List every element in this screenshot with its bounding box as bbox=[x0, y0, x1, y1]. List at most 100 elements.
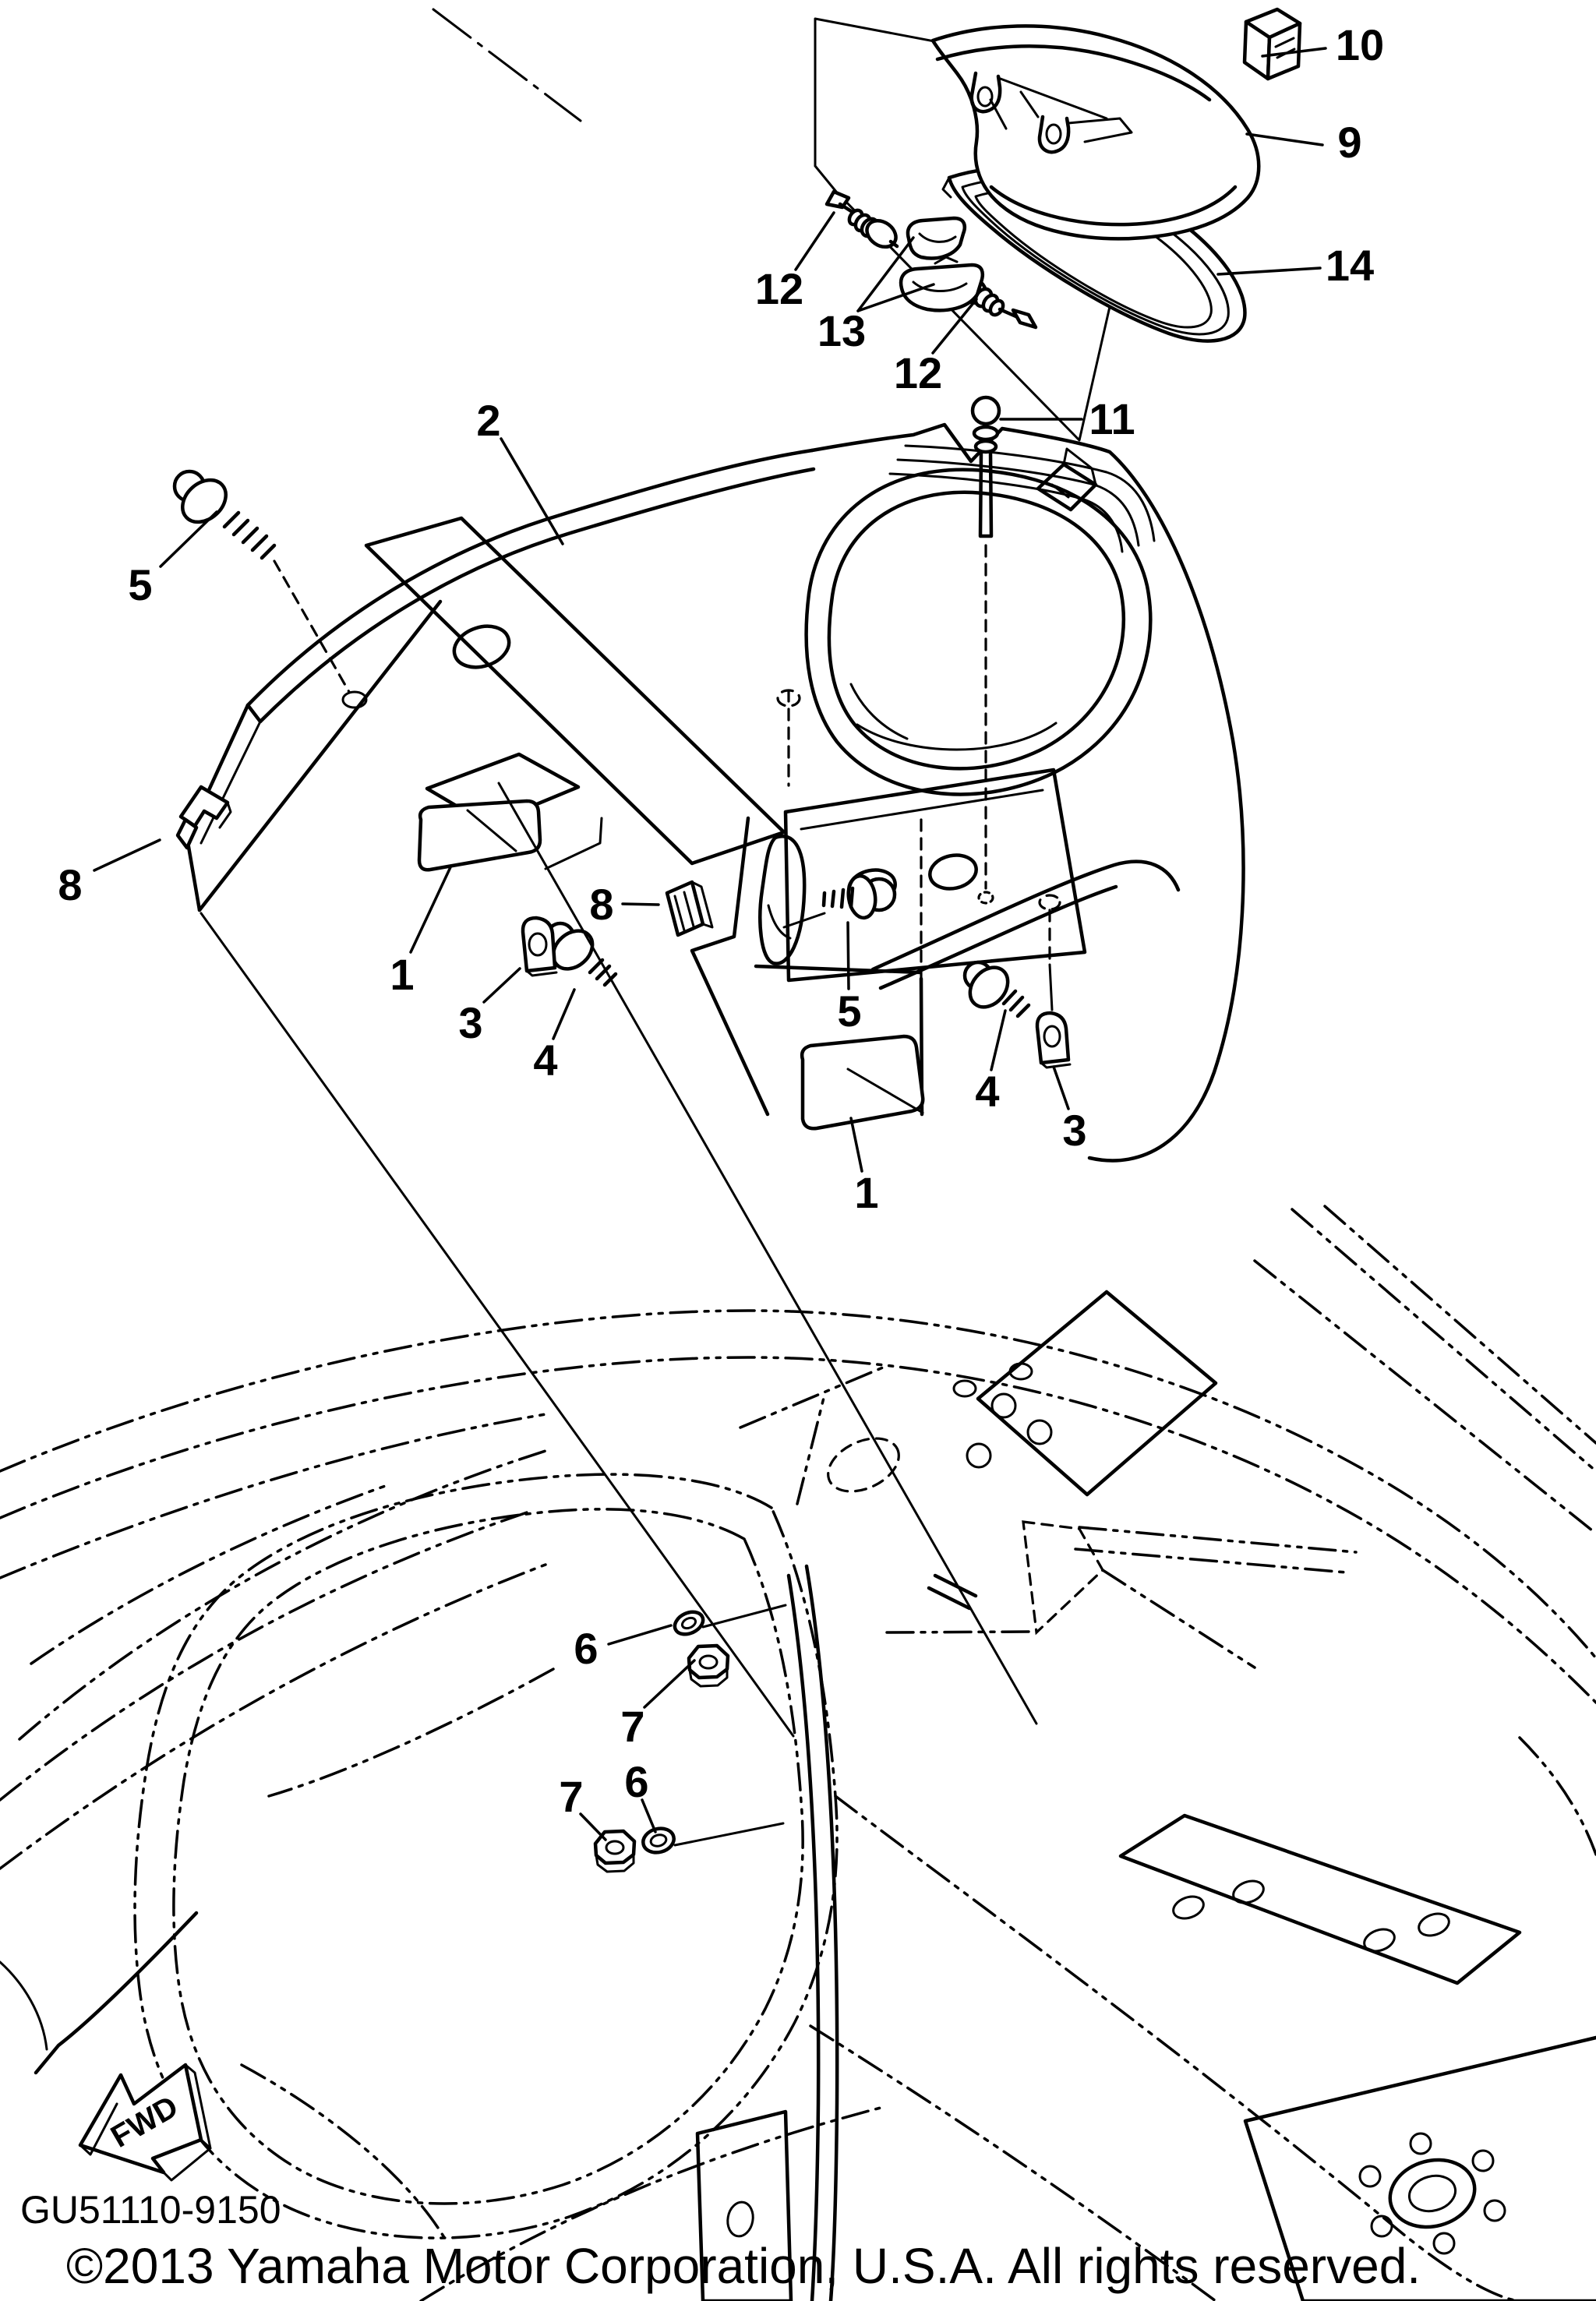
hood-hinge-hooks bbox=[969, 71, 1133, 154]
callout-5: 5 bbox=[837, 921, 862, 1036]
washer-6-upper bbox=[673, 1604, 787, 1636]
bolt-4-right bbox=[962, 960, 1031, 1018]
callout-9: 9 bbox=[1245, 118, 1362, 167]
clip-8-middle bbox=[665, 880, 714, 937]
callout-12: 12 bbox=[894, 298, 978, 397]
callout-1: 1 bbox=[849, 1117, 879, 1217]
callout-leader bbox=[641, 1798, 657, 1833]
callout-label: 10 bbox=[1336, 20, 1384, 69]
callout-label: 1 bbox=[390, 950, 414, 999]
callout-11: 11 bbox=[999, 394, 1135, 443]
callout-label: 7 bbox=[559, 1772, 583, 1821]
bulkhead-plate bbox=[966, 1290, 1218, 1497]
hull-phantom: FWD bbox=[0, 1205, 1596, 2301]
fwd-arrow: FWD bbox=[78, 2063, 212, 2182]
callout-label: 13 bbox=[817, 306, 866, 355]
boss-plate bbox=[1243, 2035, 1596, 2301]
callout-4: 4 bbox=[533, 988, 576, 1085]
hood-cover bbox=[930, 24, 1261, 241]
hinge-pin-left bbox=[824, 189, 899, 249]
callout-3: 3 bbox=[1052, 1065, 1087, 1155]
callout-label: 4 bbox=[533, 1036, 557, 1085]
callout-label: 3 bbox=[458, 998, 482, 1047]
callout-leader bbox=[1245, 132, 1324, 146]
hull-brace bbox=[1118, 1813, 1522, 1985]
callout-leader bbox=[93, 838, 161, 872]
pad-right bbox=[800, 1034, 925, 1131]
hinge-pieces bbox=[899, 216, 985, 312]
pad-left bbox=[417, 799, 542, 872]
callout-leader bbox=[794, 211, 835, 271]
callout-label: 4 bbox=[975, 1067, 999, 1116]
callout-8: 8 bbox=[589, 880, 660, 929]
callout-leader bbox=[621, 902, 660, 906]
callout-label: 8 bbox=[58, 860, 82, 909]
callout-leader bbox=[1216, 266, 1322, 276]
callout-leader bbox=[1052, 1065, 1070, 1110]
callout-7: 7 bbox=[620, 1659, 696, 1751]
alignment-line-left bbox=[200, 912, 795, 1738]
latch-clip bbox=[1242, 7, 1302, 81]
callout-14: 14 bbox=[1216, 241, 1374, 290]
callout-label: 5 bbox=[837, 986, 861, 1036]
callout-label: 9 bbox=[1337, 118, 1361, 167]
bolt-5-left bbox=[172, 469, 368, 709]
washer-6-lower bbox=[641, 1822, 785, 1855]
callout-leader bbox=[482, 967, 521, 1004]
callout-leader bbox=[500, 437, 564, 545]
clamp-3-left bbox=[521, 916, 558, 977]
callout-4: 4 bbox=[975, 1009, 1007, 1116]
callout-3: 3 bbox=[458, 967, 521, 1047]
callout-leader bbox=[159, 510, 218, 568]
callout-leader bbox=[990, 1009, 1007, 1071]
hood-assembly bbox=[432, 7, 1302, 442]
deck-fasteners bbox=[172, 395, 1072, 1069]
callout-label: 11 bbox=[1089, 394, 1135, 443]
callout-5: 5 bbox=[128, 510, 218, 609]
callout-6: 6 bbox=[574, 1624, 673, 1673]
nut-7-upper bbox=[687, 1643, 730, 1688]
callout-7: 7 bbox=[559, 1772, 607, 1841]
callout-leader bbox=[579, 1812, 607, 1841]
bolt-5-right bbox=[821, 873, 897, 920]
bolt-4-left bbox=[545, 921, 618, 987]
callout-10: 10 bbox=[1261, 20, 1384, 69]
part-code: GU51110-9150 bbox=[20, 2188, 281, 2232]
alignment-line-right bbox=[497, 782, 1038, 1725]
callout-leader bbox=[846, 921, 850, 990]
pin-11 bbox=[970, 395, 1001, 905]
callout-label: 6 bbox=[574, 1624, 598, 1673]
callout-label: 8 bbox=[589, 880, 613, 929]
copyright: ©2013 Yamaha Motor Corporation, U.S.A. A… bbox=[66, 2238, 1421, 2294]
callout-label: 12 bbox=[755, 264, 803, 313]
callout-label: 2 bbox=[476, 396, 500, 445]
callout-6: 6 bbox=[624, 1757, 657, 1833]
callout-label: 12 bbox=[894, 348, 942, 397]
clamp-3-right bbox=[1035, 1011, 1072, 1069]
callout-label: 1 bbox=[854, 1168, 878, 1217]
callout-1: 1 bbox=[390, 866, 452, 999]
callout-13: 13 bbox=[817, 236, 935, 355]
callout-leader bbox=[409, 866, 452, 954]
callout-leader bbox=[1261, 47, 1327, 58]
alignment-line bbox=[432, 8, 582, 122]
callout-8: 8 bbox=[58, 838, 161, 909]
callout-label: 5 bbox=[128, 560, 152, 609]
callout-leader bbox=[607, 1624, 673, 1646]
callout-label: 14 bbox=[1326, 241, 1374, 290]
small-plate bbox=[695, 2109, 793, 2301]
clip-8-left bbox=[175, 785, 232, 850]
callout-leader bbox=[849, 1117, 863, 1173]
callout-leader bbox=[643, 1659, 696, 1709]
callout-label: 3 bbox=[1062, 1106, 1086, 1155]
callout-2: 2 bbox=[476, 396, 564, 545]
deck-cowling bbox=[185, 422, 1245, 1163]
callout-leader bbox=[552, 988, 576, 1040]
callout-leader bbox=[931, 298, 978, 355]
callout-leader bbox=[856, 236, 915, 312]
callout-leader bbox=[856, 283, 935, 312]
callout-12: 12 bbox=[755, 211, 835, 313]
callout-label: 6 bbox=[624, 1757, 648, 1806]
